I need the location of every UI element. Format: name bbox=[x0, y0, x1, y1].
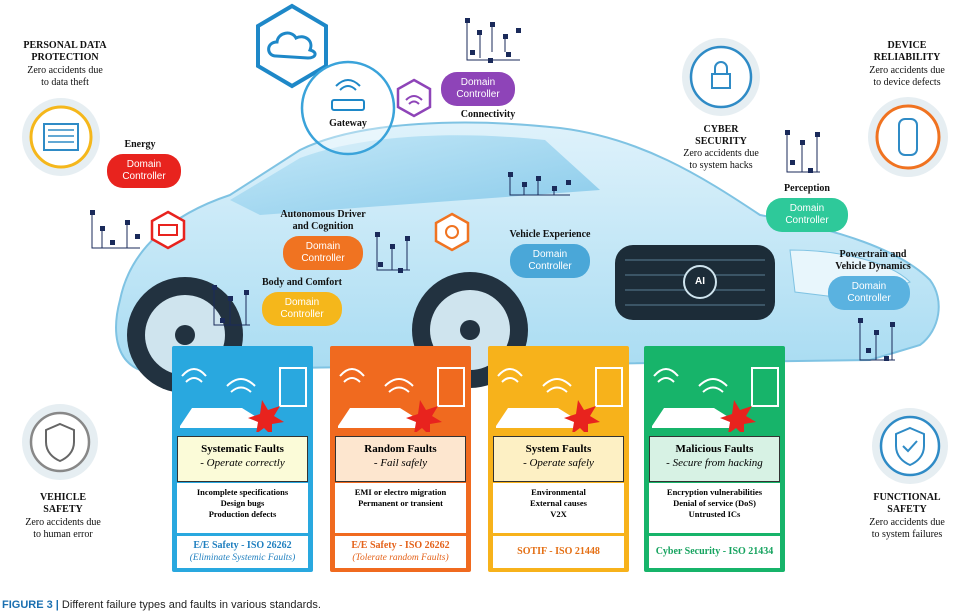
cyber-security-badge bbox=[682, 38, 760, 116]
battery-hexagon bbox=[150, 210, 186, 250]
random-faults-causes: EMI or electro migration Permanent or tr… bbox=[335, 483, 466, 533]
system-faults-title: System Faults bbox=[525, 443, 592, 455]
system-faults-subtitle: - Operate safely bbox=[523, 457, 594, 469]
systematic-faults-header: Systematic Faults - Operate correctly bbox=[177, 436, 308, 482]
gear-hexagon bbox=[434, 212, 470, 252]
systematic-faults-panel: Systematic Faults - Operate correctly In… bbox=[172, 346, 313, 572]
body-comfort-label: Body and Comfort bbox=[261, 277, 342, 288]
system-faults-causes: Environmental External causes V2X bbox=[493, 483, 624, 533]
malicious-faults-header: Malicious Faults - Secure from hacking bbox=[649, 436, 780, 482]
cause-item: Permanent or transient bbox=[358, 498, 443, 508]
cause-item: Environmental bbox=[531, 487, 586, 497]
cause-item: External causes bbox=[530, 498, 587, 508]
standard-name: E/E Safety - ISO 26262 bbox=[351, 540, 450, 551]
system-faults-panel: System Faults - Operate safely Environme… bbox=[488, 346, 629, 572]
wifi-hexagon bbox=[396, 78, 432, 118]
standard-name: SOTIF - ISO 21448 bbox=[517, 546, 600, 557]
personal-data-badge bbox=[22, 98, 100, 176]
cause-item: Incomplete specifications bbox=[196, 487, 289, 497]
malicious-faults-subtitle: - Secure from hacking bbox=[666, 457, 763, 469]
standard-name: E/E Safety - ISO 26262 bbox=[193, 540, 292, 551]
systematic-faults-standard: E/E Safety - ISO 26262 (Eliminate System… bbox=[177, 536, 308, 568]
malicious-faults-title: Malicious Faults bbox=[675, 443, 754, 455]
chip-icon bbox=[29, 105, 93, 169]
gateway-circle bbox=[300, 60, 396, 156]
perception-label: Perception bbox=[784, 183, 830, 194]
figure-caption-label: FIGURE 3 | bbox=[2, 599, 59, 611]
cause-item: Production defects bbox=[208, 509, 277, 519]
random-faults-title: Random Faults bbox=[364, 443, 437, 455]
ai-chip bbox=[683, 265, 717, 299]
malicious-faults-causes: Encryption vulnerabilities Denial of ser… bbox=[649, 483, 780, 533]
vehicle-safety-badge bbox=[22, 404, 98, 480]
random-faults-header: Random Faults - Fail safely bbox=[335, 436, 466, 482]
system-faults-header: System Faults - Operate safely bbox=[493, 436, 624, 482]
standard-name: Cyber Security - ISO 21434 bbox=[655, 546, 774, 557]
lock-circuit-icon bbox=[689, 45, 753, 109]
cause-item: Encryption vulnerabilities bbox=[666, 487, 763, 497]
car-top-icon bbox=[875, 104, 941, 170]
car-fault-icon bbox=[338, 367, 465, 432]
system-faults-standard: SOTIF - ISO 21448 bbox=[493, 536, 624, 568]
car-fault-icon bbox=[180, 367, 307, 432]
network-nodes bbox=[90, 18, 895, 361]
check-shield-icon bbox=[879, 415, 941, 477]
device-reliability-badge bbox=[868, 97, 948, 177]
random-faults-panel: Random Faults - Fail safely EMI or elect… bbox=[330, 346, 471, 572]
vehicle-experience-label: Vehicle Experience bbox=[509, 229, 591, 240]
cause-item: V2X bbox=[550, 509, 567, 519]
connectivity-label: Connectivity bbox=[460, 109, 516, 120]
systematic-faults-subtitle: - Operate correctly bbox=[200, 457, 285, 469]
cause-item: Design bugs bbox=[220, 498, 265, 508]
car-windows bbox=[230, 135, 600, 215]
systematic-faults-causes: Incomplete specifications Design bugs Pr… bbox=[177, 483, 308, 533]
cause-item: EMI or electro migration bbox=[354, 487, 447, 497]
malicious-faults-standard: Cyber Security - ISO 21434 bbox=[649, 536, 780, 568]
standard-note: (Tolerate random Faults) bbox=[352, 553, 449, 563]
figure-caption-text: Different failure types and faults in va… bbox=[58, 599, 321, 611]
cause-item: Untrusted ICs bbox=[688, 509, 741, 519]
cloud-hexagon bbox=[256, 3, 328, 89]
figure-caption: FIGURE 3 | Different failure types and f… bbox=[2, 599, 321, 611]
systematic-faults-title: Systematic Faults bbox=[201, 443, 284, 455]
ai-chip-label: AI bbox=[695, 276, 705, 287]
car-fault-icon bbox=[496, 367, 623, 432]
standard-note: (Eliminate Systemic Faults) bbox=[189, 553, 296, 563]
cause-item: Denial of service (DoS) bbox=[673, 498, 756, 508]
gateway-label: Gateway bbox=[329, 118, 367, 129]
random-faults-standard: E/E Safety - ISO 26262 (Tolerate random … bbox=[335, 536, 466, 568]
functional-safety-badge bbox=[872, 408, 948, 484]
malicious-faults-panel: Malicious Faults - Secure from hacking E… bbox=[644, 346, 785, 572]
random-faults-subtitle: - Fail safely bbox=[373, 457, 428, 469]
car-fault-icon bbox=[652, 367, 779, 432]
driver-shield-icon bbox=[29, 411, 91, 473]
energy-label: Energy bbox=[124, 139, 156, 150]
